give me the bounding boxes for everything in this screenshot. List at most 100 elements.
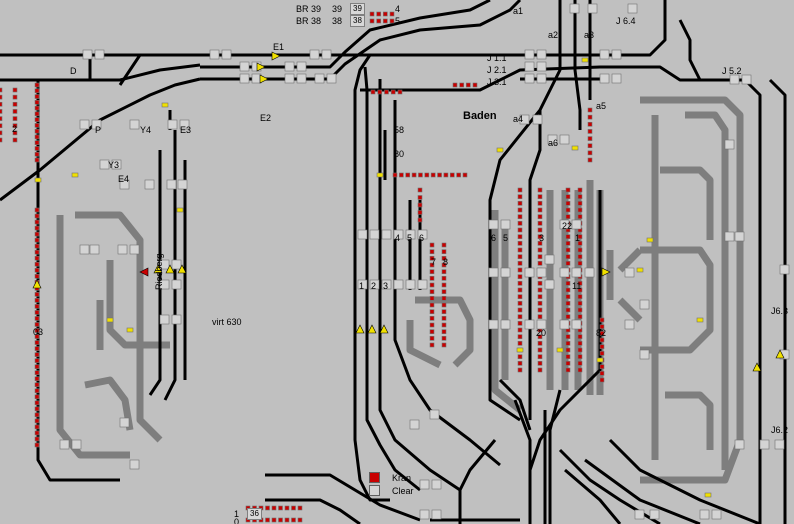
track-button-32[interactable]: [91, 119, 102, 130]
track-button-57[interactable]: [429, 409, 440, 420]
track-button-22[interactable]: [599, 49, 610, 60]
track-button-28[interactable]: [569, 3, 580, 14]
crane-icon[interactable]: [369, 472, 380, 483]
track-button-12[interactable]: [284, 73, 295, 84]
track-button-46[interactable]: [159, 259, 170, 270]
track-button-91[interactable]: [759, 439, 770, 450]
track-button-25[interactable]: [611, 73, 622, 84]
track-button-78[interactable]: [524, 319, 535, 330]
track-button-69[interactable]: [417, 279, 428, 290]
track-button-11[interactable]: [251, 73, 262, 84]
track-button-16[interactable]: [524, 49, 535, 60]
track-button-86[interactable]: [584, 267, 595, 278]
track-button-13[interactable]: [296, 73, 307, 84]
track-button-29[interactable]: [587, 3, 598, 14]
track-button-0[interactable]: [82, 49, 93, 60]
track-button-92[interactable]: [774, 439, 785, 450]
track-button-71[interactable]: [500, 219, 511, 230]
track-button-6[interactable]: [239, 61, 250, 72]
track-button-27[interactable]: [741, 74, 752, 85]
track-button-48[interactable]: [159, 279, 170, 290]
track-button-107[interactable]: [634, 509, 645, 520]
track-button-35[interactable]: [179, 119, 190, 130]
track-button-103[interactable]: [544, 254, 555, 265]
track-button-68[interactable]: [405, 279, 416, 290]
track-button-8[interactable]: [284, 61, 295, 72]
switch-marker-10[interactable]: [596, 357, 604, 363]
signal-triangle[interactable]: [177, 264, 187, 274]
track-button-18[interactable]: [524, 61, 535, 72]
track-button-9[interactable]: [296, 61, 307, 72]
track-button-84[interactable]: [559, 319, 570, 330]
track-button-89[interactable]: [779, 264, 790, 275]
track-button-67[interactable]: [393, 279, 404, 290]
track-button-85[interactable]: [571, 319, 582, 330]
track-button-41[interactable]: [177, 179, 188, 190]
signal-triangle[interactable]: [32, 279, 42, 289]
switch-marker-5[interactable]: [126, 327, 134, 333]
track-button-42[interactable]: [79, 244, 90, 255]
track-button-3[interactable]: [221, 49, 232, 60]
track-button-30[interactable]: [627, 3, 638, 14]
switch-marker-6[interactable]: [376, 172, 384, 178]
signal-triangle[interactable]: [165, 264, 175, 274]
switch-marker-16[interactable]: [571, 145, 579, 151]
signal-triangle[interactable]: [139, 267, 149, 277]
track-button-63[interactable]: [417, 229, 428, 240]
track-button-98[interactable]: [639, 349, 650, 360]
track-button-66[interactable]: [381, 279, 392, 290]
track-button-99[interactable]: [519, 114, 530, 125]
track-buttons[interactable]: [59, 3, 790, 520]
track-button-95[interactable]: [734, 231, 745, 242]
track-button-4[interactable]: [309, 49, 320, 60]
track-button-108[interactable]: [649, 509, 660, 520]
track-button-37[interactable]: [111, 159, 122, 170]
track-button-58[interactable]: [357, 229, 368, 240]
switch-marker-7[interactable]: [496, 147, 504, 153]
track-button-72[interactable]: [488, 267, 499, 278]
track-button-81[interactable]: [571, 219, 582, 230]
switch-marker-1[interactable]: [71, 172, 79, 178]
clear-icon[interactable]: [369, 485, 380, 496]
track-button-40[interactable]: [166, 179, 177, 190]
switch-marker-13[interactable]: [696, 317, 704, 323]
track-button-20[interactable]: [524, 73, 535, 84]
signal-triangle[interactable]: [355, 324, 365, 334]
track-button-33[interactable]: [129, 119, 140, 130]
signal-triangle[interactable]: [752, 362, 762, 372]
track-button-111[interactable]: [419, 479, 430, 490]
track-button-2[interactable]: [209, 49, 220, 60]
track-button-60[interactable]: [381, 229, 392, 240]
track-button-62[interactable]: [405, 229, 416, 240]
track-button-110[interactable]: [711, 509, 722, 520]
track-button-1[interactable]: [94, 49, 105, 60]
track-button-51[interactable]: [171, 314, 182, 325]
track-button-50[interactable]: [159, 314, 170, 325]
track-button-49[interactable]: [171, 279, 182, 290]
track-button-38[interactable]: [119, 179, 130, 190]
signal-triangle[interactable]: [379, 324, 389, 334]
signal-triangle[interactable]: [775, 349, 785, 359]
track-button-54[interactable]: [59, 439, 70, 450]
track-button-102[interactable]: [559, 134, 570, 145]
switch-marker-0[interactable]: [34, 177, 42, 183]
track-button-39[interactable]: [144, 179, 155, 190]
switch-marker-14[interactable]: [704, 492, 712, 498]
track-button-94[interactable]: [724, 231, 735, 242]
signal-triangle[interactable]: [271, 51, 281, 61]
switch-marker-4[interactable]: [106, 317, 114, 323]
track-button-87[interactable]: [624, 267, 635, 278]
track-button-23[interactable]: [611, 49, 622, 60]
signal-triangle[interactable]: [601, 267, 611, 277]
track-button-112[interactable]: [431, 479, 442, 490]
signal-triangle[interactable]: [256, 62, 266, 72]
switch-marker-3[interactable]: [176, 207, 184, 213]
track-button-73[interactable]: [500, 267, 511, 278]
track-button-97[interactable]: [639, 299, 650, 310]
track-button-96[interactable]: [724, 139, 735, 150]
track-button-24[interactable]: [599, 73, 610, 84]
track-button-105[interactable]: [419, 509, 430, 520]
track-button-88[interactable]: [624, 319, 635, 330]
switch-marker-9[interactable]: [556, 347, 564, 353]
